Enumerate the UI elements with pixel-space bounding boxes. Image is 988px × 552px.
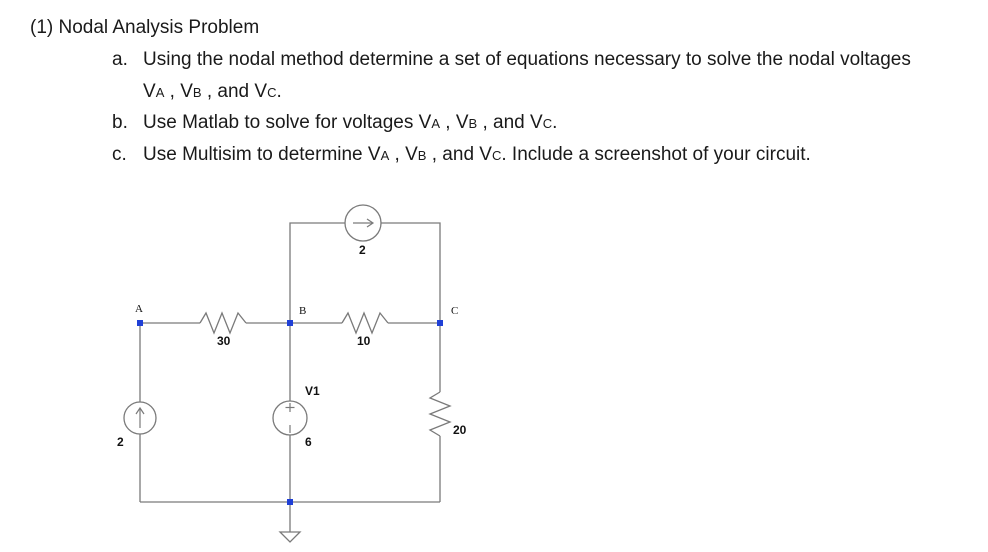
ground-symbol (278, 531, 302, 543)
item-c-text: Use Multisim to determine VA , VB , and … (143, 144, 811, 165)
item-a-text-line2: VA , VB , and VC. (143, 81, 282, 102)
resistor-20-label: 20 (453, 423, 467, 437)
resistor-30 (199, 311, 247, 335)
problem-heading: (1) Nodal Analysis Problem (30, 17, 260, 38)
resistor-30-label: 30 (217, 334, 231, 348)
arrow-top-head (366, 218, 375, 228)
item-b-marker: b. (112, 112, 128, 133)
node-b-marker (287, 320, 293, 326)
current-source-left-label: 2 (117, 435, 124, 449)
voltage-source-name: V1 (305, 384, 320, 398)
resistor-10 (341, 311, 389, 335)
wire-top-right (381, 222, 441, 323)
problem-statement: (1) Nodal Analysis Problem a. Using the … (0, 0, 988, 200)
current-source-top (344, 204, 382, 242)
node-ground-marker (287, 499, 293, 505)
node-c-label: C (451, 305, 458, 317)
node-b-label: B (299, 305, 306, 317)
node-c-marker (437, 320, 443, 326)
arrow-left-head (135, 406, 145, 415)
node-a-label: A (135, 303, 143, 315)
voltage-source-value: 6 (305, 435, 312, 449)
item-a-text-line1: Using the nodal method determine a set o… (143, 49, 911, 70)
current-source-top-label: 2 (359, 243, 366, 257)
resistor-10-label: 10 (357, 334, 371, 348)
item-c-marker: c. (112, 144, 127, 165)
item-a-marker: a. (112, 49, 128, 70)
resistor-20 (428, 391, 452, 437)
item-b-text: Use Matlab to solve for voltages VA , VB… (143, 112, 558, 133)
wire-top-left (289, 222, 345, 323)
node-a-marker (137, 320, 143, 326)
